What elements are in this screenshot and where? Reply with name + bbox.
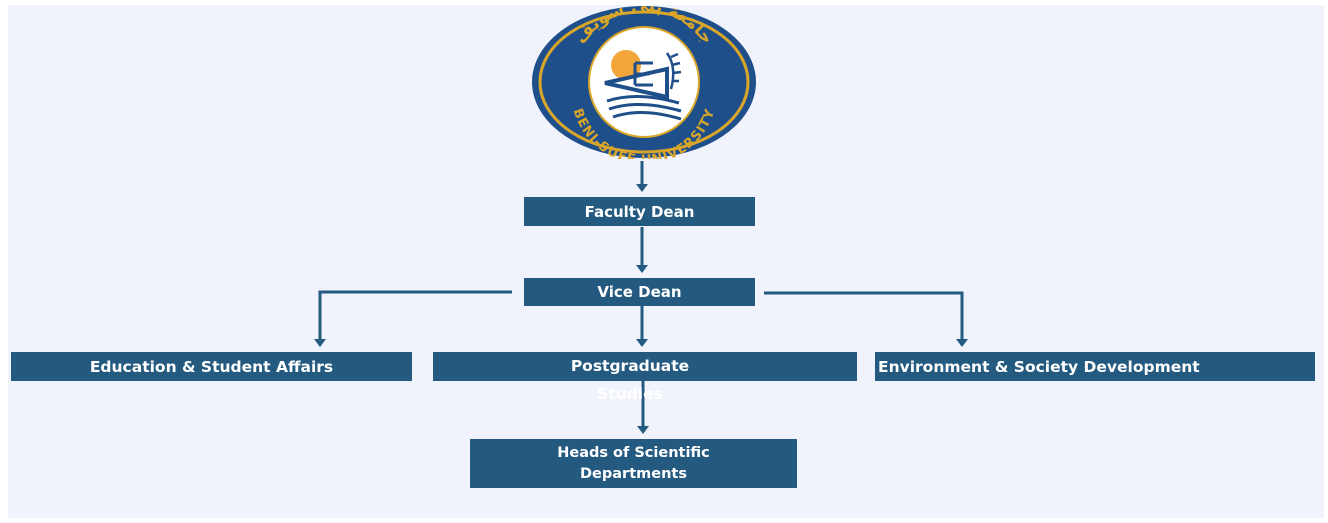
environment-society-node: Environment & Society Development [875, 352, 1315, 381]
arrow-head [314, 339, 326, 347]
arrow-head [636, 339, 648, 347]
postgraduate-studies-node: Postgraduate Studies [433, 352, 857, 403]
postgraduate-label: Postgraduate Studies [570, 357, 690, 403]
heads-departments-node: Heads of Scientific Departments [470, 439, 797, 488]
arrow-head [636, 265, 648, 273]
arrow-head [956, 339, 968, 347]
faculty-dean-label: Faculty Dean [584, 202, 695, 221]
arrow-head [637, 426, 649, 434]
faculty-dean-node: Faculty Dean [524, 197, 755, 226]
heads-label: Heads of Scientific Departments [557, 444, 710, 482]
vice-dean-node: Vice Dean [524, 278, 755, 306]
education-student-affairs-node: Education & Student Affairs [11, 352, 412, 381]
environment-label: Environment & Society Development [878, 357, 1200, 376]
vice-dean-label: Vice Dean [597, 283, 682, 301]
university-logo: جامعة بنى سويف BENI-SUEF UNIVERSITY [532, 5, 756, 159]
arrow-head [636, 184, 648, 192]
education-label: Education & Student Affairs [89, 357, 334, 376]
